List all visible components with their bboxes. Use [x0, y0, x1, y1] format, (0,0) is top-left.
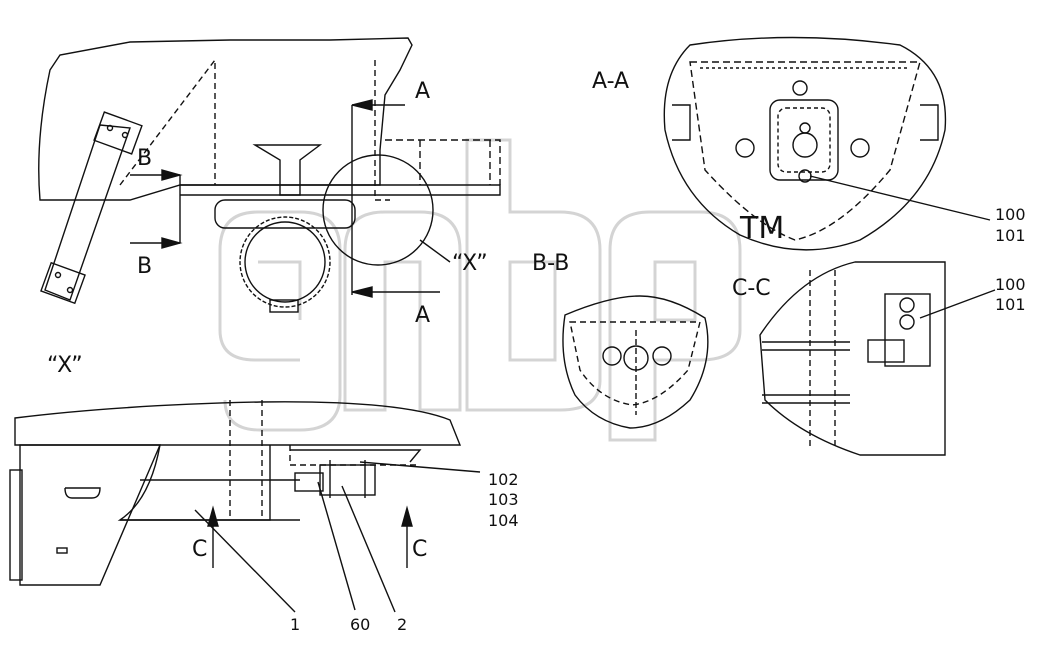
leader-2	[341, 485, 396, 613]
dx-clamp	[319, 464, 376, 496]
dx-side-block	[9, 469, 23, 581]
cc-pipe-bottom	[762, 394, 850, 404]
watermark-letter-b	[465, 138, 602, 412]
aa-leader	[809, 175, 991, 221]
bb-hub-left	[602, 346, 622, 366]
arm-bolt	[54, 271, 62, 279]
title-section-bb: B-B	[532, 251, 569, 276]
callout-cc-100: 100	[995, 275, 1026, 294]
callout-cc-101: 101	[995, 295, 1026, 314]
aa-bracket-inner	[777, 107, 831, 173]
label-x-callout: “X”	[452, 251, 488, 276]
bb-hub-right	[652, 346, 672, 366]
callout-104: 104	[488, 511, 519, 530]
aa-hole	[792, 132, 818, 158]
callout-aa-100: 100	[995, 205, 1026, 224]
main-side-view	[38, 37, 501, 313]
dx-fitting	[294, 472, 324, 492]
cc-column	[809, 270, 836, 450]
label-section-b-bottom: B	[137, 254, 152, 279]
section-a-arrowhead-bottom	[351, 286, 373, 298]
aa-side-hole-right	[850, 138, 870, 158]
callout-aa-101: 101	[995, 226, 1026, 245]
watermark: TM	[218, 138, 784, 442]
dx-slot	[56, 547, 68, 554]
aa-inner-dashed	[689, 61, 921, 241]
label-section-a-bottom: A	[415, 303, 430, 328]
lift-arm	[44, 124, 131, 301]
watermark-tm: TM	[739, 211, 784, 246]
tank-body	[214, 199, 356, 229]
aa-bolt-mid	[799, 122, 811, 134]
section-c-arrowhead-left	[207, 505, 219, 527]
title-section-aa: A-A	[592, 69, 629, 94]
aa-bracket	[769, 99, 839, 181]
aa-side-bracket-left	[672, 104, 691, 141]
aa-bolt-top	[792, 80, 808, 96]
dx-top-plate	[14, 401, 462, 446]
leader-102	[359, 461, 481, 473]
cc-pipe-top	[762, 341, 850, 351]
watermark-letter-p	[608, 210, 742, 442]
aa-side-hole-left	[735, 138, 755, 158]
detail-x-circle	[322, 154, 434, 266]
cc-bolt-bottom	[899, 314, 915, 330]
arm-bolt	[66, 286, 74, 294]
aa-outline	[663, 36, 947, 251]
section-cc-view	[759, 261, 996, 456]
watermark-letter-n	[343, 210, 462, 412]
arm-bracket-top	[93, 111, 143, 155]
callout-2: 2	[397, 615, 407, 634]
cc-fitting	[867, 339, 905, 363]
title-section-cc: C-C	[732, 276, 771, 301]
section-a-arrowhead-top	[351, 99, 373, 111]
leader-60	[317, 481, 356, 611]
arm-bolt	[106, 124, 114, 132]
dx-housing	[117, 444, 271, 521]
dx-dashed-frame	[229, 400, 420, 520]
arm-bracket-bottom	[40, 261, 86, 305]
cab-hood-outline	[38, 37, 413, 201]
bb-inner-dashed	[569, 321, 701, 406]
callout-103: 103	[488, 490, 519, 509]
watermark-letter-g	[218, 210, 342, 432]
dx-clamp-bolts	[329, 460, 366, 498]
callout-102: 102	[488, 470, 519, 489]
detail-x-leader	[419, 239, 451, 263]
tank-drum-inner	[244, 221, 326, 303]
cc-leader	[919, 289, 996, 319]
frame-rail	[180, 184, 501, 196]
title-detail-x: “X”	[47, 353, 83, 378]
tank-drum-foot	[269, 299, 299, 313]
leader-1	[194, 509, 296, 613]
arm-bolt	[121, 131, 129, 139]
hood-edge-dashed	[374, 60, 390, 201]
dx-handle	[64, 487, 101, 499]
bb-outline	[562, 295, 709, 429]
label-section-a-top: A	[415, 79, 430, 104]
cc-bolt-top	[899, 297, 915, 313]
steering-column	[252, 144, 323, 196]
cab-inner-dashed	[119, 57, 216, 186]
callout-60: 60	[350, 615, 370, 634]
section-aa-view	[663, 36, 991, 251]
tank-drum	[239, 216, 331, 308]
label-section-b-top: B	[137, 146, 152, 171]
aa-side-bracket-right	[920, 104, 939, 141]
dx-body	[19, 444, 162, 586]
label-section-c-left: C	[192, 537, 207, 562]
detail-x-view	[9, 400, 481, 613]
section-b-arrowhead-bottom	[161, 237, 183, 249]
section-c-arrowhead-right	[401, 505, 413, 527]
section-b-arrowhead-top	[161, 169, 183, 181]
cc-outline	[759, 261, 946, 456]
cc-bracket	[884, 293, 931, 367]
frame-rail-dashed	[385, 139, 501, 185]
callout-1: 1	[290, 615, 300, 634]
dx-bracket-top	[290, 449, 422, 463]
label-section-c-right: C	[412, 537, 427, 562]
section-bb-view	[562, 295, 709, 429]
